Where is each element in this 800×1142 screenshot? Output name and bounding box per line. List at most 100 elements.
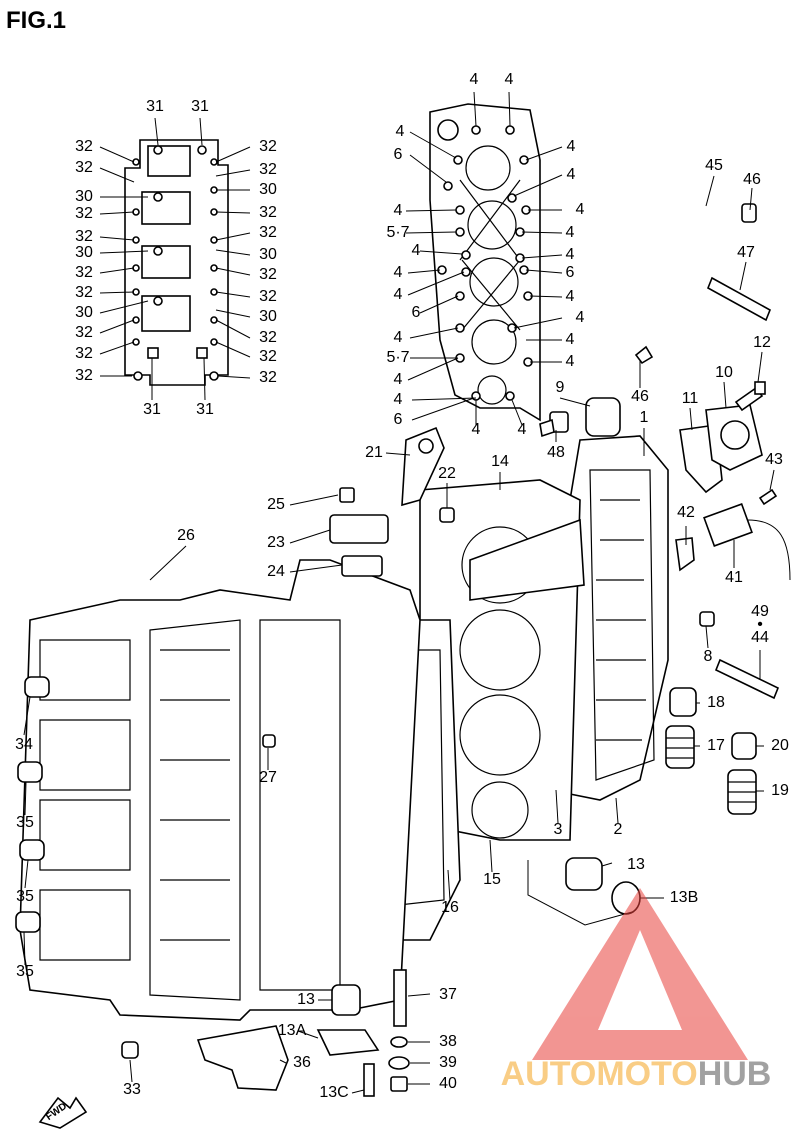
gasket-callout-label: 31 (143, 401, 161, 418)
cover-callout-label: 4 (518, 421, 527, 438)
part-callout-label: 2 (614, 821, 623, 838)
part-callout-label: 25 (267, 496, 285, 513)
part-callout-label: 26 (177, 527, 195, 544)
part-callout-label: 12 (753, 334, 771, 351)
gasket-callout-label: 31 (196, 401, 214, 418)
cover-callout-label: 4 (470, 71, 479, 88)
part-callout-label: 1 (640, 409, 649, 426)
part-callout-label: 47 (737, 244, 755, 261)
gasket-callout-label: 32 (75, 264, 93, 281)
part-callout-label: 46 (631, 388, 649, 405)
gasket-callout-label: 30 (259, 181, 277, 198)
gasket-callout-label: 32 (75, 228, 93, 245)
part-callout-label: 13A (278, 1022, 307, 1039)
watermark-text-part1: AUTOMOTO (501, 1055, 698, 1093)
part-callout-label: 41 (725, 569, 743, 586)
watermark-logo: AUTOMOTOHUB (501, 888, 772, 1093)
gasket-callout-label: 30 (75, 304, 93, 321)
part-callout-label: 13B (670, 889, 698, 906)
cover-callout-label: 4 (472, 421, 481, 438)
part-callout-label: 17 (707, 737, 725, 754)
cover-callout-label: 4 (394, 264, 403, 281)
cover-callout-label: 4 (394, 202, 403, 219)
cover-callout-label: 5·7 (386, 224, 409, 241)
cover-callout-label: 4 (396, 123, 405, 140)
cover-callout-label: 5·7 (386, 349, 409, 366)
part-callout-label: 13 (627, 856, 645, 873)
part-callout-label: 9 (556, 379, 565, 396)
exhaust-cover-drawing (429, 103, 541, 422)
part-callout-label: 10 (715, 364, 733, 381)
gasket-callout-label: 32 (75, 159, 93, 176)
cover-callout-label: 4 (412, 242, 421, 259)
part-callout-label: 45 (705, 157, 723, 174)
part-callout-label: 39 (439, 1054, 457, 1071)
gasket-leaders (99, 117, 251, 401)
gasket-callout-label: 32 (259, 224, 277, 241)
gasket-callout-label: 30 (75, 244, 93, 261)
part-callout-label: 11 (682, 390, 699, 407)
part-callout-label: 13C (319, 1084, 348, 1101)
gasket-drawing (124, 139, 229, 386)
gasket-callout-label: 32 (75, 138, 93, 155)
cover-callout-label: 6 (566, 264, 575, 281)
watermark-triangle (532, 888, 748, 1060)
part-callout-label: 13 (297, 991, 315, 1008)
part-callout-label: 46 (743, 171, 761, 188)
gasket-callout-label: 32 (259, 161, 277, 178)
part-callout-label: 18 (707, 694, 725, 711)
part-callout-label: 40 (439, 1075, 457, 1092)
cover-callout-label: 4 (394, 286, 403, 303)
part-callout-label: 43 (765, 451, 783, 468)
cover-callout-label: 4 (576, 309, 585, 326)
cover-callout-label: 4 (567, 166, 576, 183)
part-callout-label: 42 (677, 504, 695, 521)
part-callout-label: 14 (491, 453, 509, 470)
cover-callout-label: 4 (567, 138, 576, 155)
engine-block-drawing (15, 426, 669, 1129)
gasket-callout-label: 32 (259, 266, 277, 283)
part-callout-label: 21 (365, 444, 383, 461)
cover-callout-label: 4 (394, 391, 403, 408)
gasket-callout-label: 32 (75, 345, 93, 362)
gasket-callout-label: 30 (75, 188, 93, 205)
cover-callout-label: 6 (394, 146, 403, 163)
gasket-callout-label: 32 (75, 367, 93, 384)
part-callout-label: 48 (547, 444, 565, 461)
svg-text:AUTOMOTOHUB: AUTOMOTOHUB (501, 1055, 772, 1093)
gasket-callout-label: 31 (146, 98, 164, 115)
cover-callout-label: 4 (394, 371, 403, 388)
gasket-callout-label: 32 (75, 324, 93, 341)
cover-callout-label: 4 (576, 201, 585, 218)
part-callout-label: 27 (259, 769, 277, 786)
part-callout-label: 23 (267, 534, 285, 551)
gasket-callout-label: 31 (191, 98, 209, 115)
part-callout-label: 38 (439, 1033, 457, 1050)
gasket-callout-label: 30 (259, 308, 277, 325)
gasket-callout-label: 32 (75, 205, 93, 222)
part-callout-label: 34 (15, 736, 33, 753)
cover-callout-label: 4 (505, 71, 514, 88)
gasket-callout-label: 32 (259, 369, 277, 386)
part-callouts: 4546474612101143948121221425232426424149… (15, 157, 789, 1101)
gasket-callout-label: 32 (259, 204, 277, 221)
cover-callout-label: 4 (566, 246, 575, 263)
part-callout-label: 33 (123, 1081, 141, 1098)
cover-leaders (405, 91, 563, 426)
right-parts-drawing (539, 203, 791, 815)
watermark-text-part2: HUB (698, 1055, 772, 1093)
part-callout-label: • (757, 616, 763, 633)
main-leaders (23, 175, 775, 1094)
part-callout-label: 36 (293, 1054, 311, 1071)
gasket-callout-label: 32 (259, 138, 277, 155)
part-callout-label: 15 (483, 871, 501, 888)
part-callout-label: 19 (771, 782, 789, 799)
cover-callout-label: 4 (566, 288, 575, 305)
part-callout-label: 49 (751, 603, 769, 620)
gasket-callout-label: 30 (259, 246, 277, 263)
cover-callout-label: 4 (566, 353, 575, 370)
part-callout-label: 44 (751, 629, 769, 646)
part-callout-label: 20 (771, 737, 789, 754)
